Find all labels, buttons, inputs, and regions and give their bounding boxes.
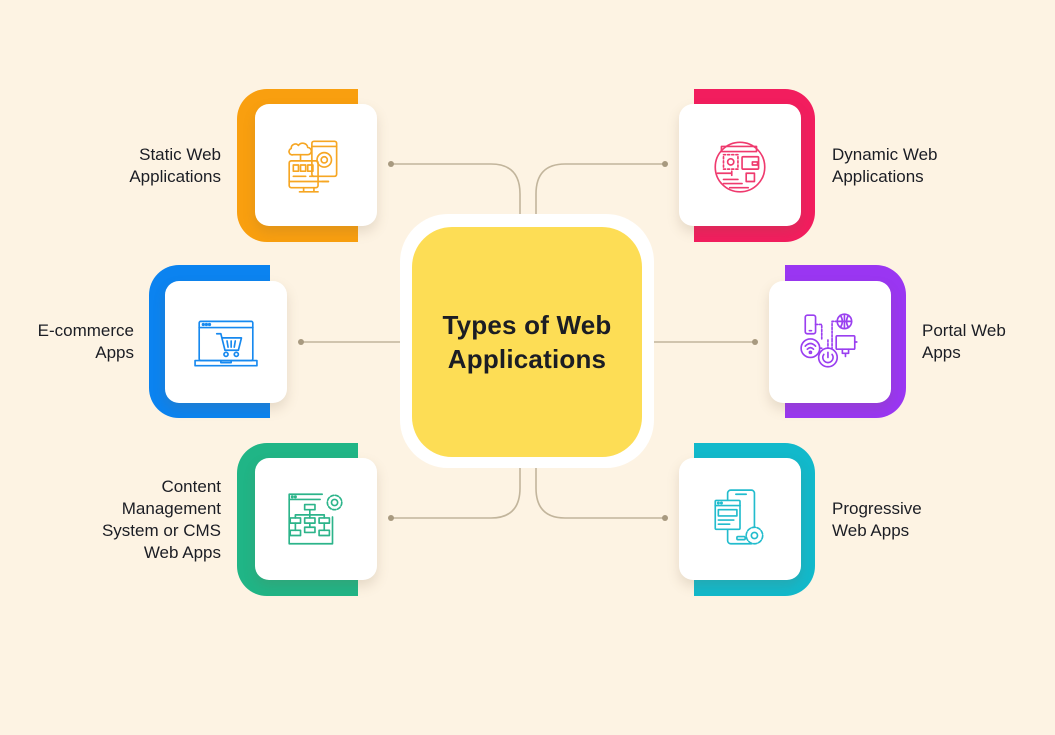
connector-dot: [388, 161, 394, 167]
ecommerce-card: [165, 281, 287, 403]
connector-dot: [388, 515, 394, 521]
connector-dot: [662, 161, 668, 167]
connector-dot: [298, 339, 304, 345]
portal-web-card: [769, 281, 891, 403]
dynamic-web-label: Dynamic Web Applications: [832, 145, 938, 186]
progressive-web-card: [679, 458, 801, 580]
portal-web-label: Portal Web Apps: [922, 321, 1006, 362]
center-node: Types of Web Applications: [412, 227, 642, 457]
dynamic-web-card: [679, 104, 801, 226]
server-monitor-cloud-gear-icon: [288, 140, 338, 193]
progressive-web-label: Progressive Web Apps: [832, 499, 922, 540]
static-web-card: [255, 104, 377, 226]
cms-card: [255, 458, 377, 580]
static-web-label: Static Web Applications: [129, 145, 221, 186]
diagram-title: Types of Web Applications: [442, 310, 612, 374]
dynamic-web-browser-gear-icon: [714, 141, 766, 193]
laptop-shopping-cart-icon: [194, 320, 258, 367]
ecommerce-label: E-commerce Apps: [37, 321, 134, 362]
connector-dot: [662, 515, 668, 521]
connector-dot: [752, 339, 758, 345]
sitemap-gear-window-icon: [288, 493, 343, 545]
mobile-app-gear-icon: [714, 489, 764, 545]
network-devices-globe-icon: [800, 313, 858, 368]
cms-label: Content Management System or CMS Web App…: [101, 477, 221, 562]
